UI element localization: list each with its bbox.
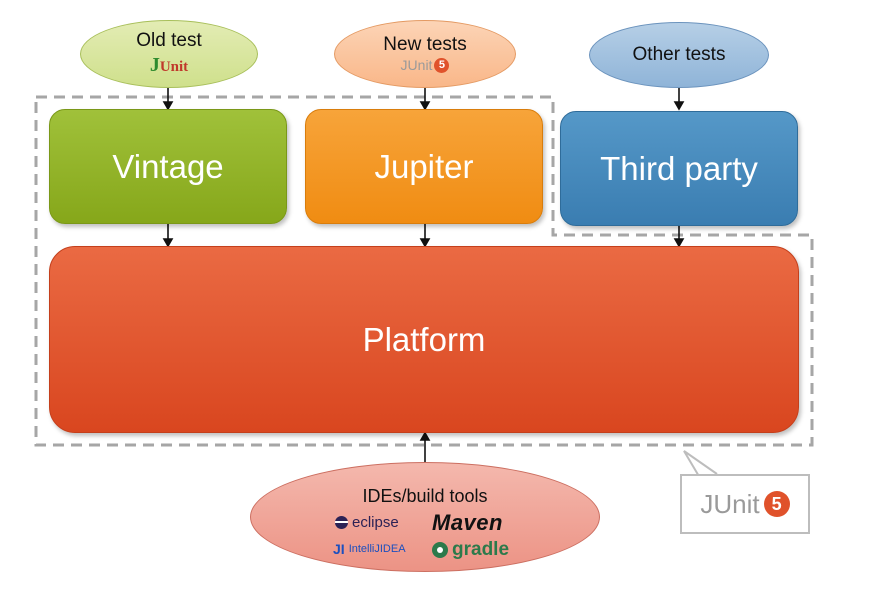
jupiter-label: Jupiter	[374, 147, 474, 185]
eclipse-text: eclipse	[352, 514, 399, 531]
old-test-ellipse: Old test JUnit	[80, 20, 258, 88]
old-test-label: Old test	[136, 30, 202, 52]
intellij-logo: JI IntelliJIDEA	[333, 541, 406, 557]
arrows	[162, 88, 685, 462]
gradle-logo: gradle	[432, 539, 509, 561]
junit5-callout-text: JUnit	[700, 488, 760, 519]
third-party-label: Third party	[600, 149, 758, 187]
callout-pointer	[684, 451, 750, 478]
platform-box: Platform	[49, 246, 799, 433]
vintage-box: Vintage	[49, 109, 287, 224]
callout-pointer-outline	[683, 450, 718, 479]
jupiter-box: Jupiter	[305, 109, 543, 224]
eclipse-logo: eclipse	[335, 514, 399, 531]
other-tests-label: Other tests	[632, 43, 726, 65]
gradle-text: gradle	[452, 539, 510, 560]
eclipse-icon	[335, 516, 348, 529]
junit5-callout-badge-icon: 5	[763, 491, 790, 517]
maven-text: Maven	[432, 510, 503, 535]
platform-label: Platform	[362, 320, 486, 358]
junit4-logo-j: J	[149, 53, 160, 76]
junit4-logo: JUnit	[150, 54, 188, 77]
other-tests-ellipse: Other tests	[589, 22, 769, 88]
junit5-callout: JUnit 5	[680, 474, 810, 534]
intellij-icon: JI	[333, 541, 345, 557]
gradle-icon-inner	[437, 547, 443, 553]
vintage-label: Vintage	[112, 147, 224, 185]
third-party-box: Third party	[560, 111, 798, 226]
junit4-logo-unit: Unit	[159, 58, 189, 75]
dashed-boundary-path	[34, 95, 814, 447]
junit5-logo-small: JUnit 5	[401, 57, 450, 73]
ides-build-tools-label: IDEs/build tools	[362, 486, 488, 506]
junit5-badge-icon: 5	[434, 57, 450, 73]
gradle-icon	[432, 542, 448, 558]
new-tests-label: New tests	[383, 33, 467, 55]
maven-logo: Maven	[432, 510, 503, 536]
ides-build-tools-ellipse: IDEs/build tools	[250, 462, 600, 572]
junit5-logo-small-text: JUnit	[400, 57, 433, 74]
intellij-text: IntelliJIDEA	[348, 543, 406, 555]
new-tests-ellipse: New tests JUnit 5	[334, 20, 516, 88]
